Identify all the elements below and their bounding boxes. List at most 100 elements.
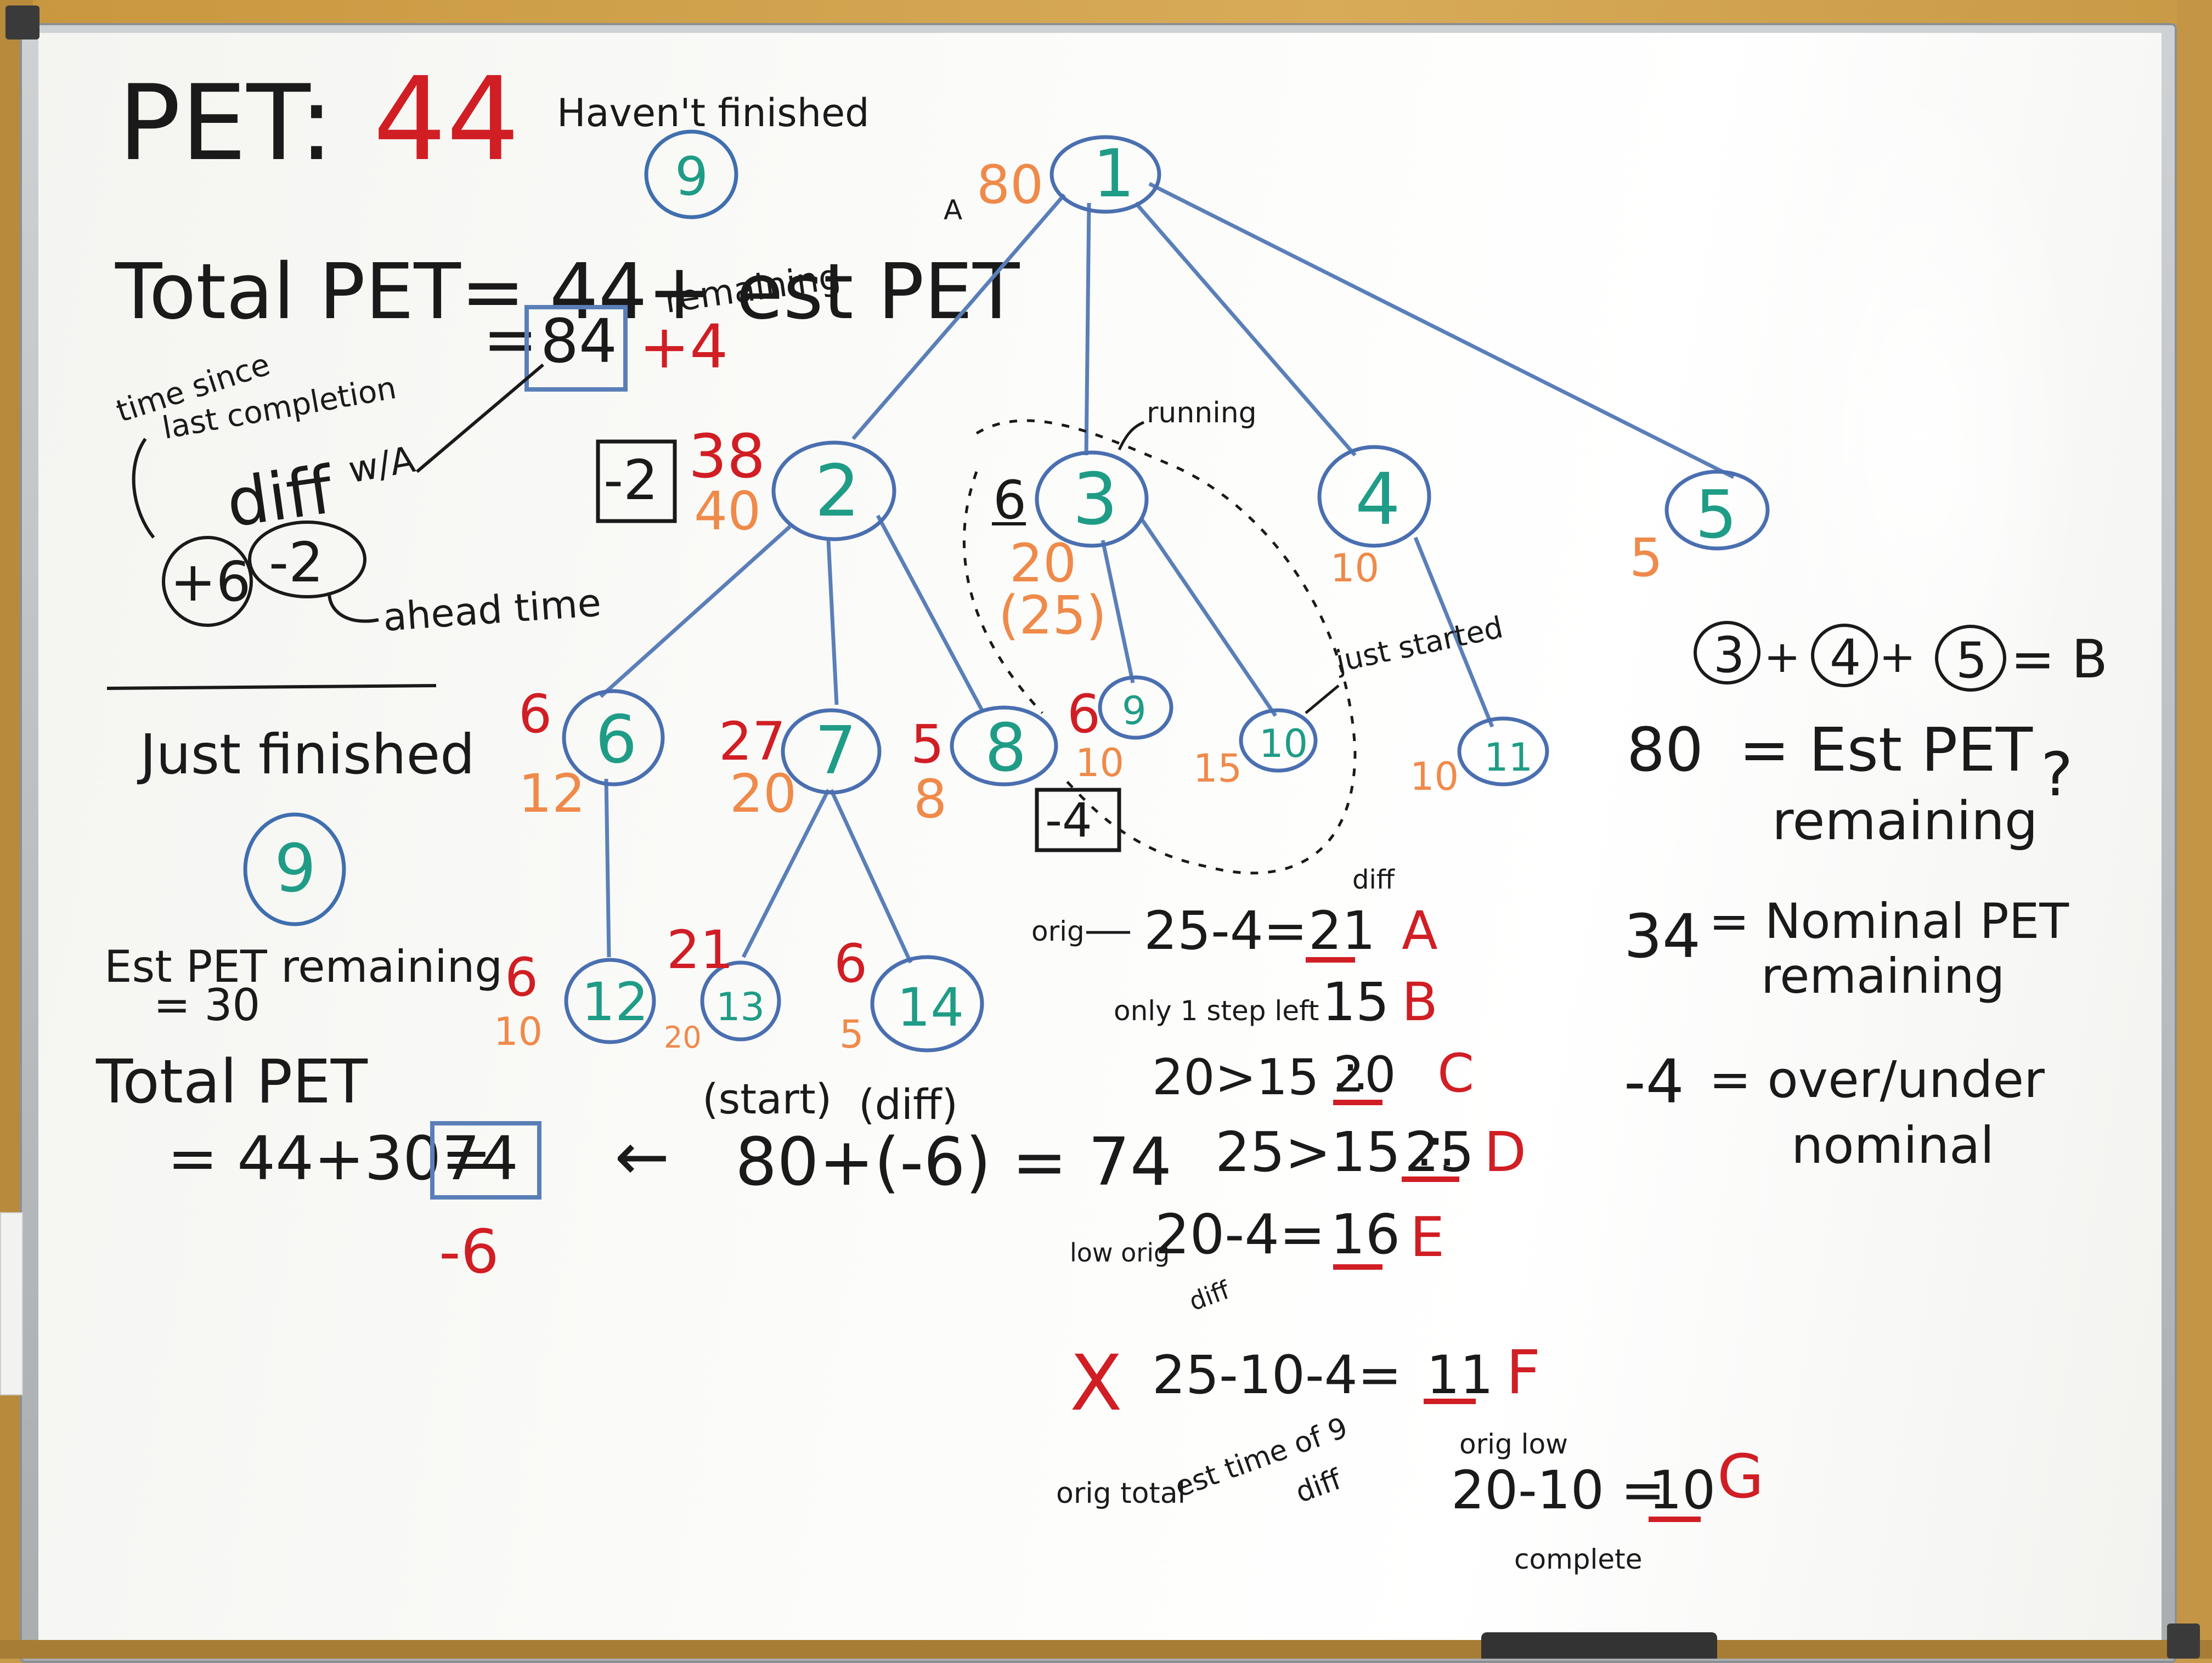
calc-d-expr: 25>15 ∴ — [1215, 1120, 1453, 1184]
node-5-orange: 5 — [1629, 527, 1663, 589]
node-9-orange: 10 — [1075, 740, 1124, 785]
node-1 — [1049, 135, 1161, 214]
total-pet-delta: +4 — [639, 312, 728, 382]
calc-a-pre: orig — [1031, 915, 1085, 947]
node-5-label: 5 — [1695, 477, 1737, 553]
node-14-label: 14 — [897, 977, 964, 1038]
minus2-circle — [248, 521, 366, 598]
calc-b-result: 15 — [1322, 971, 1389, 1033]
node-11-orange: 10 — [1410, 754, 1459, 799]
ahead-arrow — [328, 592, 379, 623]
node-13-label: 13 — [716, 985, 765, 1030]
sum-circle-3 — [1694, 621, 1760, 685]
nominal-pet-text2: remaining — [1761, 948, 2005, 1004]
total-pet-label-2: Total PET — [95, 1047, 368, 1117]
calc-c-expr: 20>15 ∴ — [1152, 1049, 1366, 1106]
node-13-red: 21 — [667, 919, 733, 981]
wa-label: w/A — [345, 438, 418, 491]
pet-label: PET: — [118, 63, 334, 184]
node-11-label: 11 — [1484, 735, 1533, 780]
calc-a-note: diff — [1352, 864, 1395, 895]
est-pet-num: 80 — [1627, 715, 1703, 785]
node-10 — [1239, 708, 1318, 773]
calc-d-result: 25 — [1404, 1120, 1474, 1184]
havent-finished-node-circle — [644, 129, 738, 219]
total-pet-value: 84 — [540, 306, 617, 376]
node-3-orange: 20 — [1009, 533, 1076, 594]
node-7-red: 27 — [719, 711, 786, 772]
root-letter: A — [944, 194, 962, 226]
total-pet-box-2 — [430, 1121, 541, 1200]
node-7-orange: 20 — [730, 763, 797, 824]
total-pet-value-2: 74 — [442, 1123, 518, 1193]
minus2-value: -2 — [269, 530, 324, 595]
est-pet-question: ? — [2041, 739, 2073, 810]
pet-value: 44 — [373, 52, 520, 186]
node-9 — [1098, 675, 1173, 740]
total-pet-formula: Total PET= 44+ est PET — [115, 247, 1020, 337]
node-8-orange: 8 — [913, 768, 947, 830]
node-3-orange2: (25) — [998, 585, 1107, 646]
node-6 — [562, 689, 665, 787]
node-13 — [700, 960, 781, 1042]
sum-circle-4 — [1811, 624, 1878, 687]
est-pet-30: = 30 — [154, 980, 260, 1031]
node-10-label: 10 — [1259, 721, 1308, 766]
over-under-num: -4 — [1624, 1047, 1684, 1117]
node-2 — [771, 440, 896, 541]
node-6-label: 6 — [595, 702, 637, 778]
calc-d-letter: D — [1484, 1120, 1526, 1184]
calc-c-result: 20 — [1333, 1046, 1396, 1104]
node-4-label: 4 — [1355, 457, 1401, 541]
calc-g-bottom: complete — [1514, 1543, 1643, 1575]
node-2-boxed: -2 — [603, 448, 658, 512]
calc-f-note-3: diff — [1291, 1463, 1346, 1509]
wall-bottom — [0, 1640, 2212, 1659]
node-14-red: 6 — [834, 933, 867, 994]
just-finished-node-circle — [243, 812, 346, 926]
sum-c: 5 — [1956, 632, 1987, 689]
sum-b: 4 — [1830, 629, 1861, 687]
node-12-label: 12 — [582, 971, 648, 1033]
just-finished-label: Just finished — [137, 722, 475, 787]
node-7 — [781, 708, 882, 795]
node-2-orange: 40 — [694, 480, 761, 542]
total-pet-formula-2: = 44+30= — [167, 1123, 492, 1193]
nominal-pet-text: = Nominal PET — [1709, 893, 2069, 949]
plus6-value: +6 — [170, 550, 251, 614]
wall-right — [2177, 0, 2212, 1659]
equals-sign: = — [483, 302, 538, 378]
node-8 — [950, 705, 1058, 787]
node-8-label: 8 — [985, 710, 1026, 787]
calc-a-letter: A — [1402, 900, 1438, 961]
node-11 — [1457, 716, 1549, 787]
diff-label: diff — [222, 452, 338, 542]
frame-corner-top-left — [5, 5, 40, 39]
calc-a-result: 21 — [1308, 900, 1375, 961]
tree-edges — [599, 182, 1735, 964]
calc-b-pre: only 1 step left — [1114, 995, 1319, 1027]
calc-e-note: diff — [1185, 1275, 1234, 1316]
just-finished-node: 9 — [274, 831, 316, 907]
over-under-text2: nominal — [1791, 1116, 1994, 1175]
node-12-red: 6 — [505, 947, 538, 1008]
just-started-label: just started — [1333, 610, 1506, 679]
havent-finished-label: Haven't finished — [557, 90, 870, 135]
node-9-box — [1035, 788, 1121, 852]
light-glare — [1756, 55, 2085, 823]
running-label: running — [1147, 397, 1257, 429]
havent-finished-node: 9 — [675, 146, 708, 207]
node-4-orange: 10 — [1330, 546, 1379, 591]
est-pet-text2: remaining — [1772, 790, 2038, 852]
node-2-red: 38 — [689, 421, 765, 491]
node-13-orange: 20 — [664, 1020, 702, 1055]
arrow-to-box — [416, 363, 544, 473]
ahead-time-label: ahead time — [381, 580, 602, 640]
sum-a: 3 — [1713, 626, 1745, 684]
calc-e-result: 16 — [1330, 1202, 1400, 1266]
calc-e-letter: E — [1410, 1205, 1444, 1269]
just-started-arrow — [1305, 685, 1340, 714]
sum-eq: = B — [2011, 629, 2108, 690]
sum-plus-1: + — [1764, 631, 1801, 682]
node-14 — [870, 955, 984, 1053]
